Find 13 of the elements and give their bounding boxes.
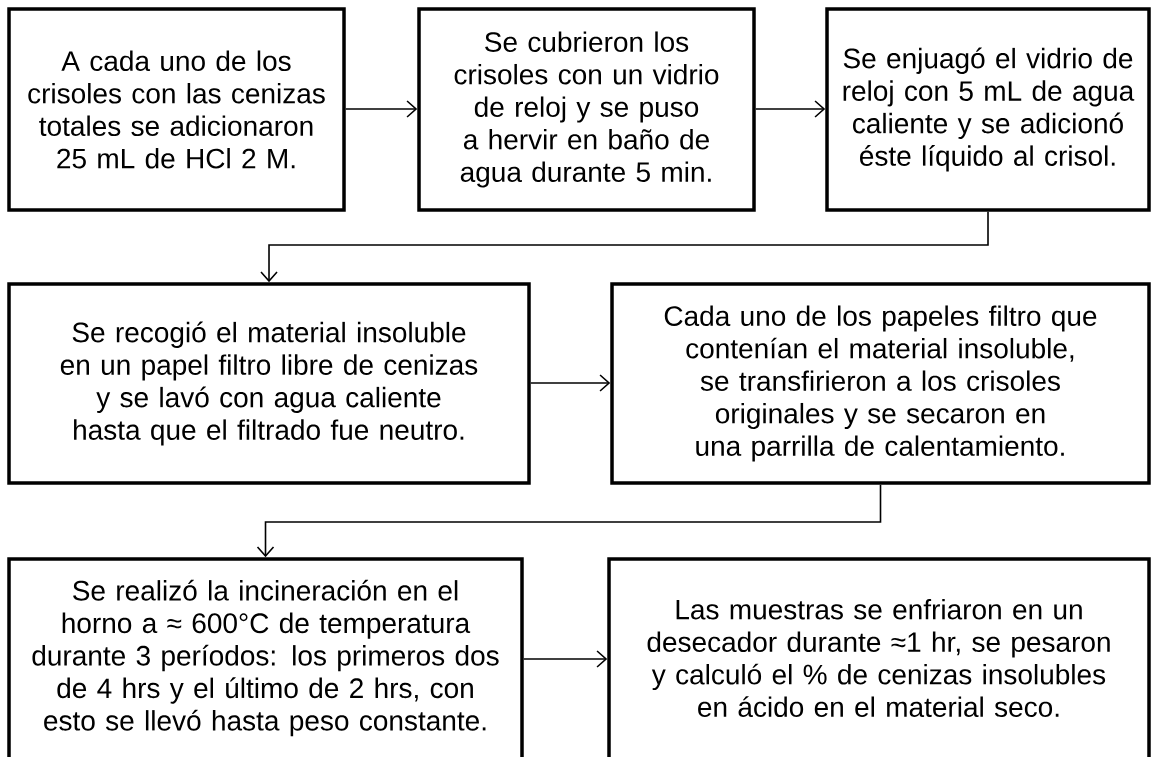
process-box: Cada uno de los papeles filtro que contenían el material insoluble, se transfirieron a los crisoles originales y se secaron en una parrilla de calentamiento. (610, 282, 1151, 485)
arrow (344, 100, 418, 118)
arrow (522, 650, 608, 668)
process-box: Se cubrieron los crisoles con un vidrio de reloj y se puso a hervir en baño de agua durante 5 min. (417, 7, 756, 212)
process-box: Se realizó la incineración en el horno a ≈ 600°C de temperatura durante 3 períodos: los primeros dos de 4 hrs y el último de 2 hrs, con esto se llevó hasta peso constante. (7, 557, 524, 757)
process-box: Se enjuagó el vidrio de reloj con 5 mL de agua caliente y se adicionó éste líquido al crisol. (825, 7, 1151, 212)
process-box: Las muestras se enfriaron en un desecador durante ≈1 hr, se pesaron y calculó el % de cenizas insolubles en ácido en el material seco. (607, 557, 1151, 757)
arrow (754, 100, 826, 118)
arrow (529, 374, 611, 392)
process-box: Se recogió el material insoluble en un papel filtro libre de cenizas y se lavó con agua caliente hasta que el filtrado fue neutro. (7, 282, 531, 485)
arrow (256, 483, 882, 558)
process-box: A cada uno de los crisoles con las cenizas totales se adicionaron 25 mL de HCl 2 M. (7, 7, 346, 212)
arrow (260, 210, 989, 283)
